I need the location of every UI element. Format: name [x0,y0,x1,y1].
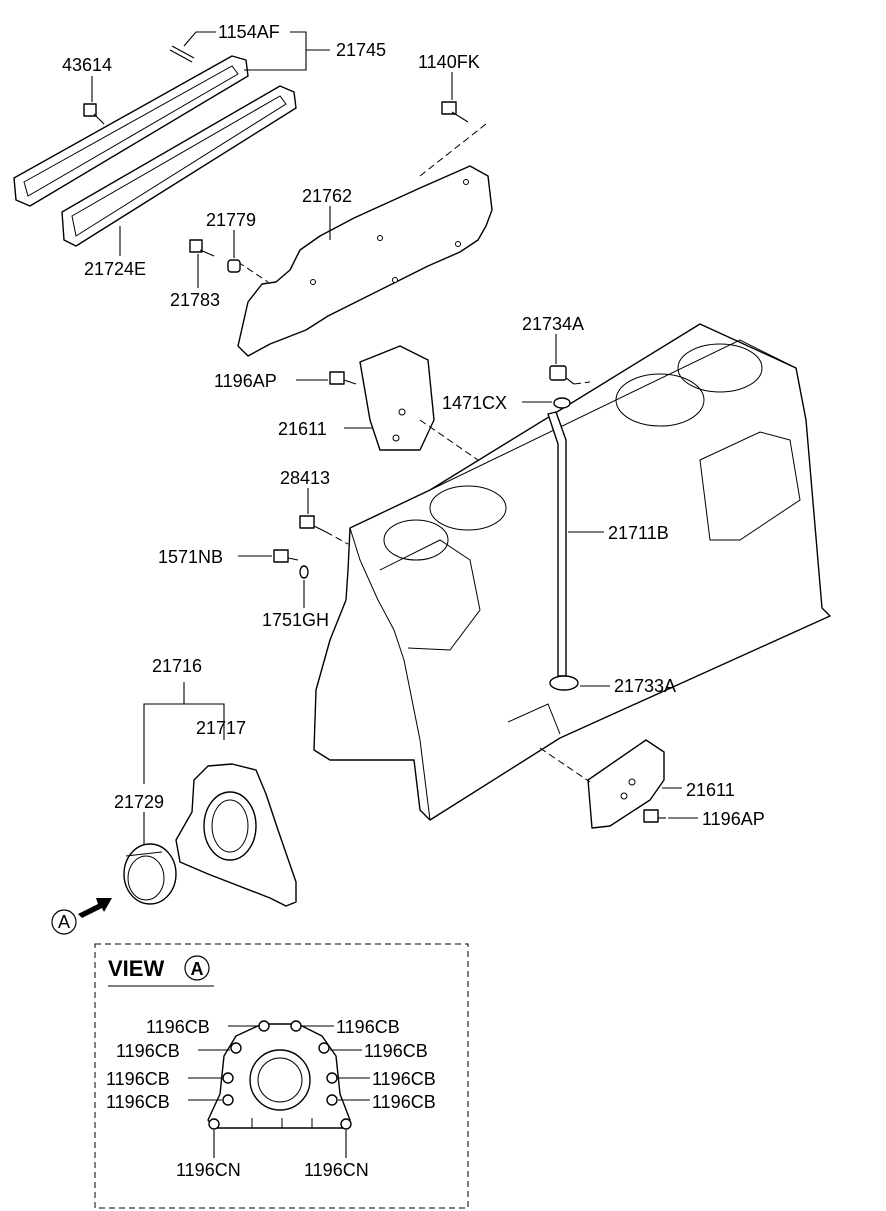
bolt-1196ap-bottom [643,809,666,823]
label-1196cb-right-1: 1196CB [336,1017,400,1037]
oil-seal-21729 [123,843,177,905]
bolt-28413 [299,515,327,533]
seal-carrier-21717 [175,763,297,907]
label-28413: 28413 [280,468,330,488]
label-1196cb-left-3: 1196CB [106,1069,170,1089]
label-21611-top: 21611 [278,419,327,439]
plug-21734a [549,365,575,385]
label-21762: 21762 [302,186,352,206]
view-a-marker: A [58,912,70,932]
label-21745: 21745 [336,40,386,60]
label-1196cb-left-1: 1196CB [146,1017,210,1037]
bracket-21611-top [359,345,435,451]
label-1196cn-right: 1196CN [304,1160,369,1180]
oil-pipe-21711b [547,411,579,691]
label-1196cb-right-2: 1196CB [364,1041,428,1061]
view-badge: A [191,959,204,979]
label-1571nb: 1571NB [158,547,223,567]
part-labels: 1154AF 21745 43614 1140FK 21762 21779 21… [62,22,765,829]
stud-1154af [169,45,195,63]
label-21716: 21716 [152,656,202,676]
label-1196cb-right-4: 1196CB [372,1092,436,1112]
cover-plate-21762 [237,165,493,357]
washer-1751gh [299,565,309,579]
label-1471cx: 1471CX [442,393,507,413]
label-1140fk: 1140FK [418,52,480,72]
label-1196cb-left-2: 1196CB [116,1041,180,1061]
bolt-1196ap-top [329,371,357,385]
label-1154af: 1154AF [218,22,280,42]
view-title: VIEW [108,956,164,981]
label-1196cb-left-4: 1196CB [106,1092,170,1112]
bolt-43614 [83,103,105,125]
label-43614: 43614 [62,55,112,75]
o-ring-1471cx [553,397,571,409]
plug-21779 [227,259,241,273]
label-1196ap-top: 1196AP [214,371,277,391]
label-21734a: 21734A [522,314,584,334]
label-21729: 21729 [114,792,164,812]
bracket-21611-bottom [587,739,665,829]
label-21717: 21717 [196,718,246,738]
bolt-21783 [189,239,215,257]
label-21611-bottom: 21611 [686,780,735,800]
leader-lines [91,31,698,844]
label-21779: 21779 [206,210,256,230]
label-1196cb-right-3: 1196CB [372,1069,436,1089]
label-21733a: 21733A [614,676,676,696]
label-1751gh: 1751GH [262,610,329,630]
gasket-21745 [13,55,249,207]
cylinder-block [313,323,831,821]
label-21724e: 21724E [84,259,146,279]
view-a-panel: VIEW A 1196CB 1196CB [94,943,469,1209]
label-1196ap-bottom: 1196AP [702,809,765,829]
bolt-1140fk [441,101,469,123]
bolt-1571nb [273,549,299,563]
label-1196cn-left: 1196CN [176,1160,241,1180]
view-a-arrow: A [51,898,112,935]
gasket-21724e [61,85,297,247]
label-21711b: 21711B [608,523,669,543]
label-21783: 21783 [170,290,220,310]
